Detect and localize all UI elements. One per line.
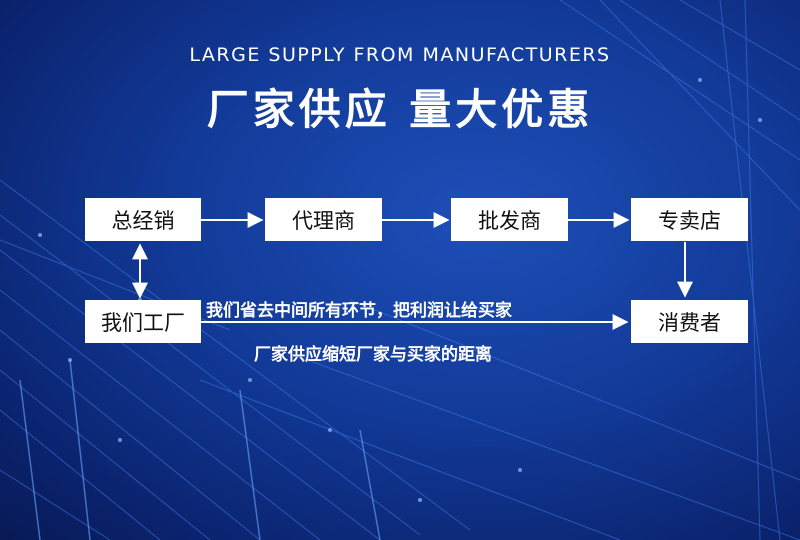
consumer-box: 消费者 [631, 300, 748, 343]
consumer-label: 消费者 [658, 310, 721, 335]
note-line-1: 我们省去中间所有环节，把利润让给买家 [206, 301, 512, 321]
distributor-box: 总经销 [85, 198, 201, 241]
page-title: 厂家供应 量大优惠 [206, 85, 594, 134]
subtitle-text: LARGE SUPPLY FROM MANUFACTURERS [189, 44, 611, 66]
factory-box: 我们工厂 [85, 300, 201, 343]
note-line-2: 厂家供应缩短厂家与买家的距离 [254, 345, 492, 365]
agent-label: 代理商 [292, 208, 355, 233]
factory-label: 我们工厂 [101, 310, 185, 335]
distributor-label: 总经销 [111, 208, 175, 233]
wholesaler-box: 批发商 [451, 198, 568, 241]
agent-box: 代理商 [265, 198, 382, 241]
store-label: 专卖店 [658, 208, 721, 233]
store-box: 专卖店 [631, 198, 748, 241]
wholesaler-label: 批发商 [478, 208, 541, 233]
